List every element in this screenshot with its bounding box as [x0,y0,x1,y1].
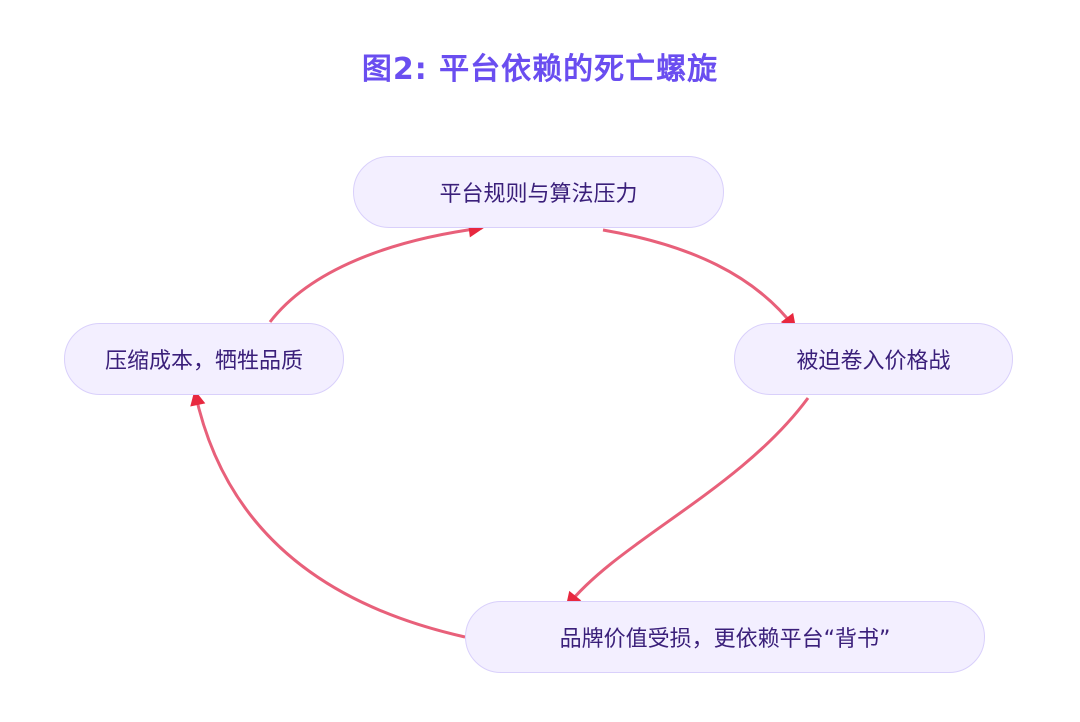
node-price-war: 被迫卷入价格战 [734,323,1013,395]
edge-top-to-right [602,228,797,330]
diagram-title: 图2: 平台依赖的死亡螺旋 [361,52,719,87]
edge-left-to-top [268,222,485,323]
node-brand-damage: 品牌价值受损，更依赖平台“背书” [465,601,985,673]
node-price-war-label: 被迫卷入价格战 [796,349,951,374]
node-platform-pressure: 平台规则与算法压力 [353,156,724,228]
node-brand-damage-label: 品牌价值受损，更依赖平台“背书” [559,627,891,652]
edge-bottom-to-left [190,389,466,639]
edge-right-to-bottom [565,397,810,608]
node-platform-pressure-label: 平台规则与算法压力 [439,182,638,207]
node-cost-cutting: 压缩成本，牺牲品质 [64,323,344,395]
node-cost-cutting-label: 压缩成本，牺牲品质 [104,349,303,374]
